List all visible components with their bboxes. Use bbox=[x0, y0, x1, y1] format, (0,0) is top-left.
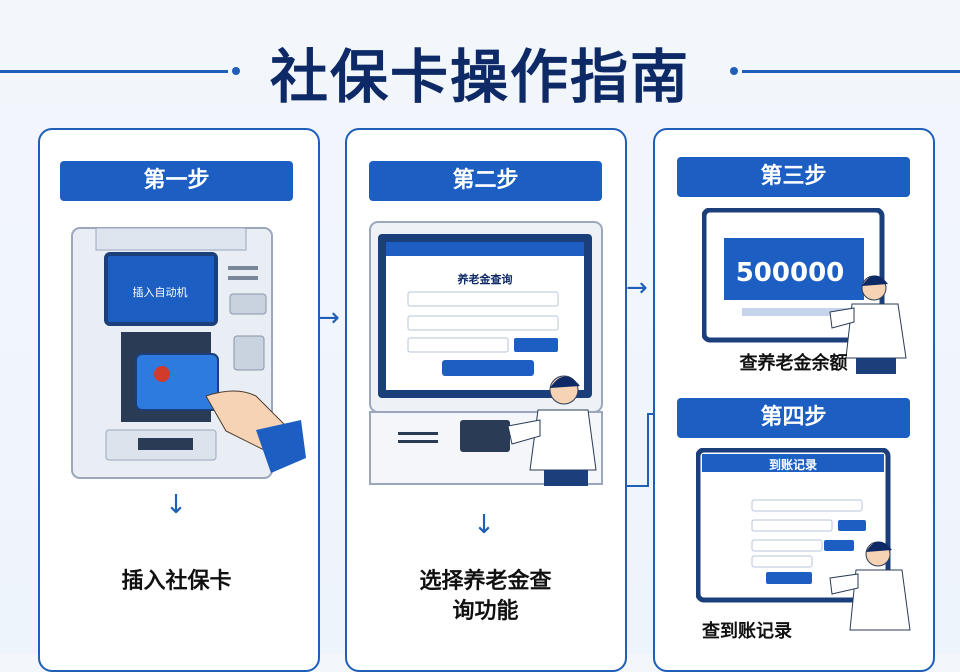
right-arrow-icon: → bbox=[626, 273, 648, 303]
step3-caption: 查养老金余额 bbox=[739, 353, 848, 374]
title-line-left bbox=[0, 70, 228, 73]
step1-caption: 插入社保卡 bbox=[121, 569, 232, 594]
kiosk-illustration bbox=[71, 227, 306, 479]
step2-caption-line2: 询功能 bbox=[452, 599, 519, 624]
balance-screen-illustration bbox=[702, 208, 907, 374]
title-dot-right bbox=[730, 67, 738, 75]
page-title: 社保卡操作指南 bbox=[269, 43, 690, 111]
step4-caption: 查到账记录 bbox=[702, 621, 792, 642]
step2-caption-line1: 选择养老金查 bbox=[419, 569, 552, 594]
title-dot-left bbox=[232, 67, 240, 75]
step2-label: 第二步 bbox=[369, 161, 602, 201]
step4-label: 第四步 bbox=[677, 398, 910, 438]
step2-screen-heading: 养老金查询 bbox=[457, 273, 513, 286]
down-arrow-icon: ↓ bbox=[165, 490, 187, 520]
balance-amount: 500000 bbox=[735, 258, 845, 288]
records-screen-illustration bbox=[696, 448, 911, 631]
title-line-right bbox=[742, 70, 960, 73]
step3-label: 第三步 bbox=[677, 157, 910, 197]
down-arrow-icon: ↓ bbox=[473, 510, 495, 540]
step1-label: 第一步 bbox=[60, 161, 293, 201]
terminal-illustration bbox=[369, 221, 603, 486]
step4-screen-heading: 到账记录 bbox=[768, 458, 817, 472]
kiosk-screen-text: 插入自动机 bbox=[132, 286, 188, 299]
right-arrow-icon: → bbox=[318, 303, 340, 333]
